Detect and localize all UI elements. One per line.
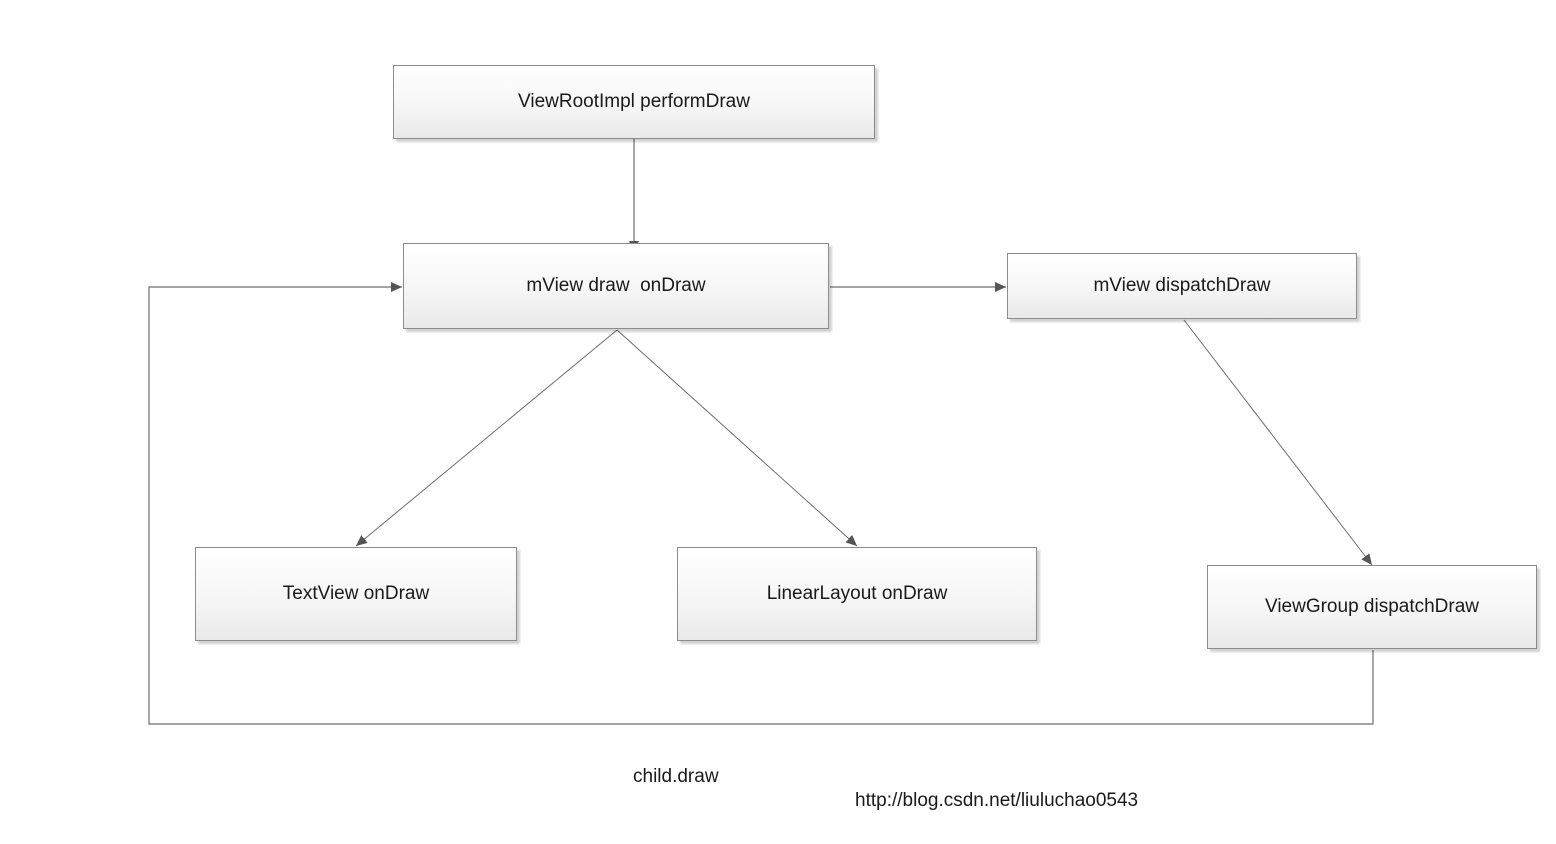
node-label: ViewRootImpl performDraw (518, 91, 750, 112)
watermark-url: http://blog.csdn.net/liuluchao0543 (855, 790, 1139, 811)
edge-dispatch-to-viewgroup (1183, 319, 1373, 566)
node-mview-dispatchdraw: mView dispatchDraw (1007, 253, 1357, 319)
node-mview-draw-ondraw: mView draw onDraw (403, 243, 829, 329)
node-label: ViewGroup dispatchDraw (1264, 596, 1480, 617)
node-label: mView draw onDraw (526, 275, 706, 296)
node-label: TextView onDraw (282, 583, 430, 604)
edge-draw-to-textview (355, 329, 618, 547)
edge-draw-to-linearlayout (616, 329, 858, 547)
node-linearlayout-ondraw: LinearLayout onDraw (677, 547, 1037, 641)
node-viewgroup-dispatchdraw: ViewGroup dispatchDraw (1207, 565, 1537, 649)
node-textview-ondraw: TextView onDraw (195, 547, 517, 641)
loop-label: child.draw (633, 766, 719, 787)
node-label: mView dispatchDraw (1093, 275, 1271, 296)
node-label: LinearLayout onDraw (766, 583, 948, 604)
node-viewrootimpl-performdraw: ViewRootImpl performDraw (393, 65, 875, 139)
edge-loop-child-draw (148, 282, 1374, 725)
